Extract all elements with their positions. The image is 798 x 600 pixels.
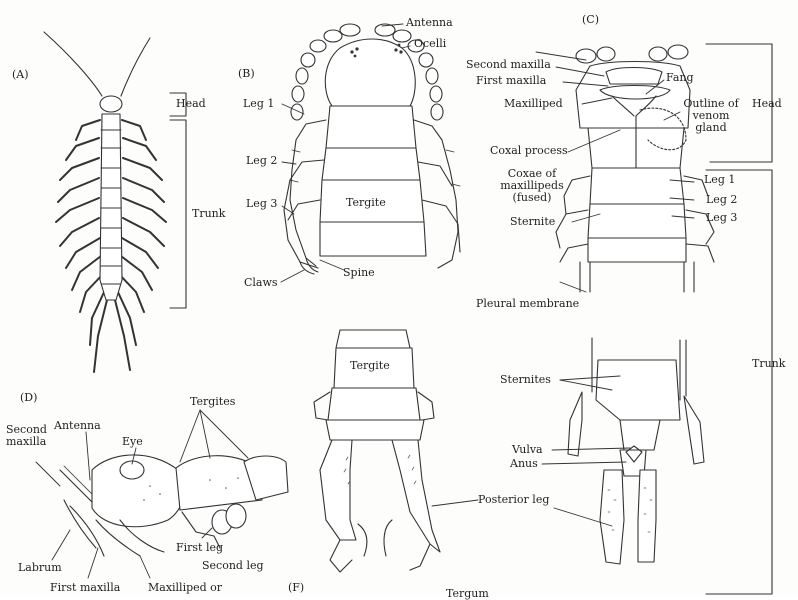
panel-a-centipede [44,32,186,372]
label-antenna-b: Antenna [406,17,453,29]
label-coxae: Coxae of maxillipeds (fused) [490,168,574,204]
label-fang: Fang [666,72,694,84]
panel-label-f: (F) [288,582,304,594]
label-pleural-membrane: Pleural membrane [476,298,579,310]
label-posterior-leg: Posterior leg [478,494,549,506]
label-coxal-process: Coxal process [490,145,568,157]
label-leg1-b: Leg 1 [243,98,274,110]
label-venom-gland: Outline of venom gland [682,98,740,134]
label-second-maxilla-c: Second maxilla [466,59,551,71]
label-trunk-c: Trunk [752,358,785,370]
panel-label-c: (C) [582,14,599,26]
label-anus: Anus [510,458,538,470]
label-ocelli: Ocelli [414,38,446,50]
panel-label-d: (D) [20,392,37,404]
label-spine: Spine [343,267,375,279]
label-trunk-a: Trunk [192,208,225,220]
panel-ventral-posterior [568,338,704,564]
label-first-leg: First leg [176,542,223,554]
label-maxilliped-c: Maxilliped [504,98,563,110]
label-sternites-e: Sternites [500,374,551,386]
panel-b-dorsal-head [284,24,460,274]
label-leg2-c: Leg 2 [706,194,737,206]
label-tergite-e: Tergite [350,360,390,372]
label-tergites-d: Tergites [190,396,235,408]
label-head-c: Head [752,98,782,110]
label-leg1-c: Leg 1 [704,174,735,186]
label-first-maxilla-c: First maxilla [476,75,546,87]
label-labrum: Labrum [18,562,62,574]
label-leg3-c: Leg 3 [706,212,737,224]
label-tergite-b: Tergite [346,197,386,209]
label-head-a: Head [176,98,206,110]
label-second-maxilla-d: Second maxilla [6,424,52,448]
label-first-maxilla-d: First maxilla [50,582,120,594]
label-maxilliped-or: Maxilliped or [148,582,222,594]
label-vulva: Vulva [512,444,543,456]
label-claws: Claws [244,277,278,289]
label-leg2-b: Leg 2 [246,155,277,167]
panel-label-b: (B) [238,68,255,80]
label-tergum-f: Tergum [446,588,489,600]
label-second-leg: Second leg [202,560,264,572]
label-leg3-b: Leg 3 [246,198,277,210]
panel-d-lateral-head [60,455,288,556]
label-eye: Eye [122,436,143,448]
label-antenna-d: Antenna [54,420,101,432]
panel-label-a: (A) [12,69,29,81]
label-sternite-c: Sternite [510,216,555,228]
